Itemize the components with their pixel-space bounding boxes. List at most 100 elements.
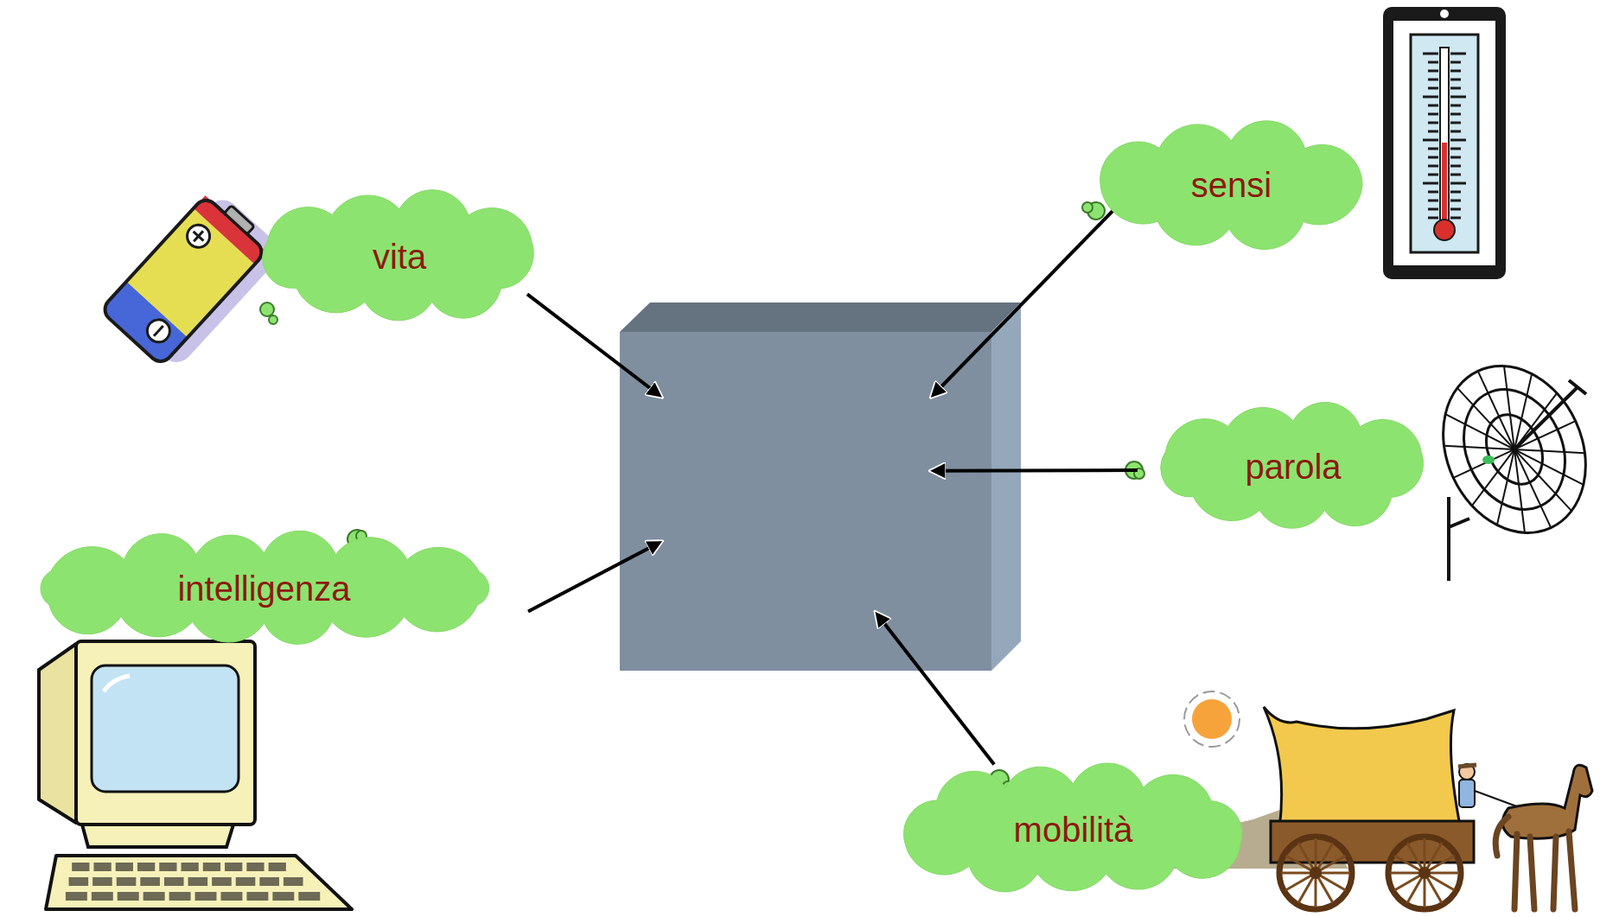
key [224,862,243,872]
key [246,862,264,872]
scale-tick [1450,156,1461,160]
scale-tick [1450,208,1461,211]
block-side-face [991,302,1021,671]
text-holder [619,331,992,671]
dish-mesh [1416,342,1600,556]
horse-legs [1495,816,1575,910]
scale-tick [1427,78,1439,82]
scale-tick [1450,104,1461,108]
key [91,892,114,901]
key [164,877,185,887]
cloud-label: intelligenza [177,568,351,609]
scale-tick [1450,87,1461,90]
scale-tick [1427,104,1439,108]
text-holder: mobilità [875,763,1271,896]
key [181,862,199,872]
key [71,862,90,872]
monitor-screen [91,665,239,792]
reins [1474,790,1522,809]
cloud-shape [262,190,535,321]
cloud-bubble: intelligenza [0,532,529,644]
scale-tick [1450,70,1461,73]
text-holder: parola [1137,400,1449,533]
dish-ring [1416,342,1600,556]
key [221,892,243,901]
key [298,892,320,901]
scale-tick [1450,182,1467,185]
text-holder: vita [239,188,560,325]
horse-body [1502,764,1593,839]
sun [1192,699,1232,740]
scale-tick [1422,52,1439,56]
scale-tick [1427,199,1439,203]
thermometer-scale [1410,34,1479,253]
thermometer-plate [1393,20,1496,266]
cloud-shape [1160,401,1424,529]
arrow-connector [931,468,1138,473]
dish-stand [1448,497,1470,581]
bubble-dot [1134,468,1145,479]
battery-terminal [224,205,255,235]
horse-icon [1495,764,1593,910]
monitor-stand [82,824,234,848]
thermometer-tube [1440,47,1449,225]
driver-hat [1458,764,1477,767]
key [137,862,155,872]
block-top-face [619,302,1021,332]
cloud-label: sensi [1191,165,1272,205]
cloud-label: vita [372,236,427,277]
battery-icon [100,185,286,376]
cloud-shape [40,530,490,644]
scale-tick [1422,139,1439,142]
thermometer-frame [1383,6,1506,280]
scale-tick [1427,87,1439,90]
monitor-side [38,643,77,823]
arrow-connector [876,612,995,765]
computer-icon [38,641,352,910]
scale-tick [1427,147,1439,151]
wheel-spoke [1394,855,1454,891]
thermometer-bulb [1434,219,1455,241]
minus-sign [142,315,175,348]
scale-tick [1427,191,1439,194]
scale-tick [1450,130,1461,134]
wheel-spoke [1298,842,1333,903]
scale-tick [1427,121,1439,125]
keyboard [45,855,352,910]
wheel-spoke [1407,842,1442,903]
key [203,862,221,872]
satellite-dish-icon [1416,342,1600,581]
scale-tick [1450,147,1461,151]
key [143,892,166,901]
driver-body [1459,779,1475,808]
scale-tick [1427,208,1439,211]
monitor-front [76,641,255,825]
wheel-rim [1279,836,1352,910]
cloud-label: mobilità [1013,809,1134,850]
key [115,862,134,872]
key [69,877,90,887]
block-box [619,331,992,671]
scale-tick [1427,130,1439,134]
plus-sign [182,220,215,253]
key [93,862,111,872]
key [65,892,88,901]
key [188,877,209,887]
wagon-icon [1263,707,1522,910]
cloud-bubble: mobilità [875,763,1271,896]
sun-icon [1184,691,1240,747]
battery-outline [100,195,267,367]
cloud-shape [904,763,1243,893]
wheel-hub [1309,866,1322,880]
key [272,892,294,901]
keyboard-keys [65,862,320,901]
key [268,862,287,872]
scale-tick [1450,78,1461,82]
key [140,877,160,887]
scale-tick [1450,191,1461,194]
scale-tick [1450,216,1461,220]
scale-tick [1450,199,1461,203]
key [195,892,217,901]
arrow-connector [931,189,1135,397]
